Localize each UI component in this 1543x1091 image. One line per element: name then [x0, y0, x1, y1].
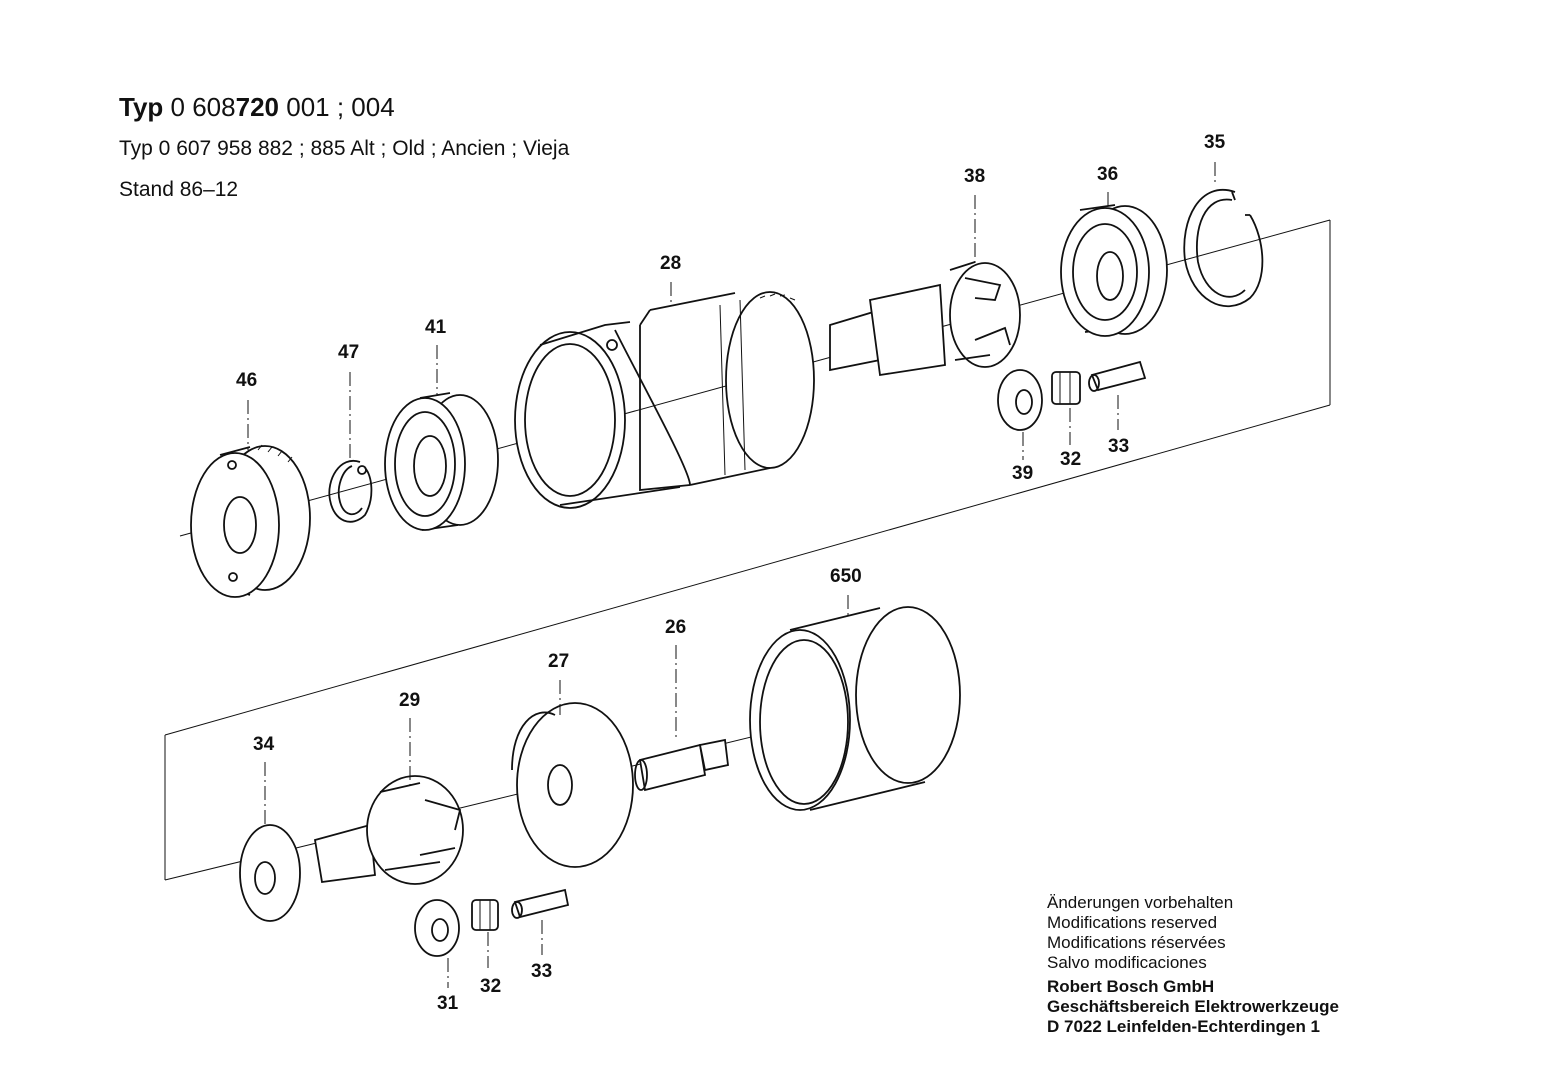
- label-47: 47: [338, 342, 359, 363]
- label-27: 27: [548, 651, 569, 672]
- label-41: 41: [425, 317, 447, 338]
- note-english: Modifications reserved: [1047, 913, 1218, 932]
- label-28: 28: [660, 253, 681, 274]
- typ-main: 720: [235, 92, 279, 122]
- company-division: Geschäftsbereich Elektrowerkzeuge: [1047, 997, 1339, 1016]
- part-28-gear-housing: [514, 291, 815, 509]
- label-46: 46: [236, 370, 257, 391]
- part-650-sleeve: [749, 606, 961, 811]
- label-35: 35: [1204, 132, 1226, 153]
- leader-lines: [247, 162, 1216, 988]
- label-33-top: 33: [1108, 436, 1129, 457]
- label-39: 39: [1012, 463, 1033, 484]
- old-type-line: Typ 0 607 958 882 ; 885 Alt ; Old ; Anci…: [119, 137, 570, 160]
- label-32-top: 32: [1060, 449, 1081, 470]
- note-french: Modifications réservées: [1047, 933, 1226, 952]
- part-27-disc: [511, 702, 634, 868]
- label-26: 26: [665, 617, 686, 638]
- label-36: 36: [1097, 164, 1118, 185]
- part-36-ball-bearing: [1060, 204, 1168, 337]
- note-german: Änderungen vorbehalten: [1047, 893, 1234, 912]
- part-47-circlip: [328, 459, 373, 523]
- label-34: 34: [253, 734, 275, 755]
- label-33-bottom: 33: [531, 961, 552, 982]
- part-35-retaining-ring: [1183, 189, 1264, 308]
- part-33-pin-bottom: [511, 888, 570, 919]
- typ-word: Typ: [119, 92, 164, 122]
- label-38: 38: [964, 166, 985, 187]
- part-39-planet-gear: [997, 369, 1043, 431]
- part-labels: 46 47 41 28 38 36 35 39 32 33 650 26 27 …: [236, 132, 1226, 1014]
- label-31: 31: [437, 993, 459, 1014]
- part-32-needle-cage-bottom: [471, 899, 499, 931]
- stand-date: Stand 86–12: [119, 178, 239, 201]
- label-650: 650: [830, 566, 862, 587]
- label-29: 29: [399, 690, 420, 711]
- part-33-pin-top: [1088, 360, 1147, 392]
- typ-suffix: 001 ; 004: [286, 92, 395, 122]
- part-29-planet-carrier: [313, 775, 464, 885]
- part-46-threaded-nut: [190, 444, 311, 598]
- part-32-needle-cage-top: [1051, 371, 1081, 405]
- company-name: Robert Bosch GmbH: [1047, 977, 1215, 996]
- part-31-planet-gear: [414, 899, 460, 957]
- label-32-bottom: 32: [480, 976, 501, 997]
- note-spanish: Salvo modificaciones: [1047, 953, 1207, 972]
- part-38-spindle-carrier: [829, 261, 1021, 377]
- part-34-washer: [239, 824, 301, 922]
- typ-prefix: 0 608: [170, 92, 236, 122]
- part-26-drive-shaft: [634, 738, 729, 792]
- part-41-ball-bearing: [384, 392, 499, 531]
- type-number-title: Typ 0 608720 001 ; 004: [119, 92, 395, 123]
- company-address: D 7022 Leinfelden-Echterdingen 1: [1047, 1017, 1321, 1036]
